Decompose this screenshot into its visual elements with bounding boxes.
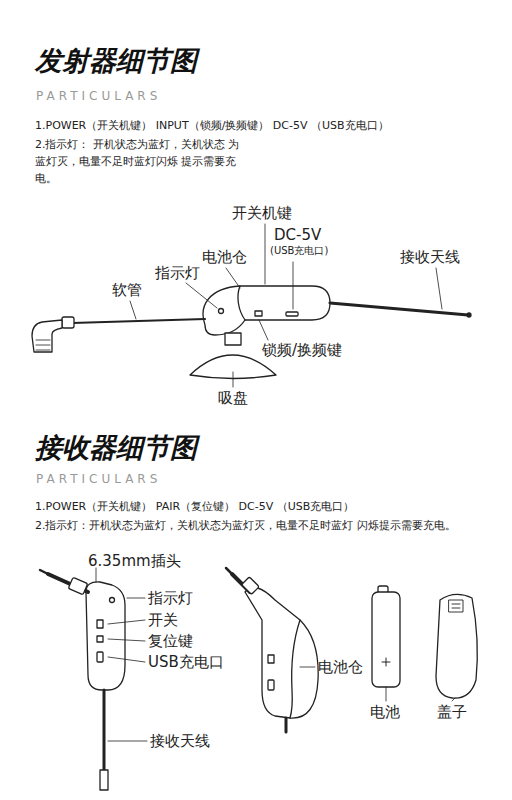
receiver-side-body: [245, 588, 318, 719]
indicator-light: [110, 598, 115, 603]
leader-lines: [130, 224, 442, 387]
part-label: (USB充电口): [270, 245, 328, 258]
battery-compartment-line: [238, 286, 245, 320]
jack-collar: [68, 577, 87, 594]
part-label: 吸盘: [218, 389, 248, 408]
transmitter-antenna: [330, 303, 468, 315]
antenna-tip: [100, 770, 108, 790]
usb-port: [286, 312, 298, 316]
part-label: DC-5V: [274, 226, 321, 245]
receiver-body: [86, 582, 125, 690]
transmitter-body: [203, 286, 330, 335]
plug-grip: [36, 340, 50, 350]
leader-line: [300, 667, 315, 668]
part-label: 电池仓: [202, 248, 247, 267]
part-label: 6.35mm插头: [88, 552, 181, 571]
section-subtitle: PARTICULARS: [36, 472, 161, 487]
part-label: 锁频/换频键: [262, 341, 342, 360]
usb-port: [97, 652, 103, 662]
power-switch: [268, 655, 274, 663]
note-text: 2.指示灯：开机状态为蓝灯，关机状态为蓝灯灭，电量不足时蓝灯 闪烁提示需要充电。: [35, 517, 475, 534]
jack-tip: [226, 568, 232, 574]
jack-tip: [40, 570, 48, 574]
cover-latch: [449, 600, 463, 612]
battery-cover: [436, 594, 477, 698]
part-label: 开关: [148, 611, 178, 630]
reset-button: [97, 636, 103, 642]
antenna-stub: [285, 718, 288, 732]
part-label: 指示灯: [148, 589, 193, 608]
usb-port: [268, 680, 274, 690]
part-label: 接收天线: [400, 248, 460, 267]
part-label: USB充电口: [148, 653, 224, 672]
leader-line: [386, 687, 387, 701]
antenna-tip: [467, 313, 471, 317]
leader-line: [452, 698, 455, 701]
part-label: 指示灯: [155, 264, 200, 283]
part-label: 电池: [370, 703, 400, 722]
hose: [72, 319, 205, 323]
note-text: 1.POWER（开关机键） INPUT（锁频/换频键） DC-5V （USB充电…: [35, 119, 389, 133]
part-label: 电池仓: [318, 658, 363, 677]
battery: [372, 592, 400, 687]
leader-lines: [96, 568, 147, 741]
instrument-plug: [32, 320, 62, 352]
jack-collar: [242, 577, 260, 595]
indicator-light: [219, 309, 224, 314]
battery-polarity-mark: [382, 658, 390, 666]
section-heading: 接收器细节图: [35, 431, 197, 465]
section-heading: 发射器细节图: [35, 44, 197, 78]
suction-stem: [225, 333, 241, 345]
power-switch: [255, 311, 262, 316]
part-label: 开关机键: [232, 204, 292, 223]
part-label: 盖子: [437, 703, 467, 722]
section-subtitle: PARTICULARS: [36, 89, 161, 104]
power-switch: [97, 620, 103, 628]
battery-cover-seam: [290, 620, 300, 718]
part-label: 复位键: [148, 632, 193, 651]
note-text: 2.指示灯： 开机状态为蓝灯，关机状态 为蓝灯灭，电量不足时蓝灯闪烁 提示需要充…: [35, 136, 250, 187]
part-label: 接收天线: [150, 732, 210, 751]
hose-connector: [62, 317, 74, 328]
note-text: 1.POWER（开关机键） PAIR（复位键） DC-5V （USB充电口）: [35, 500, 354, 514]
part-label: 软管: [112, 281, 142, 300]
